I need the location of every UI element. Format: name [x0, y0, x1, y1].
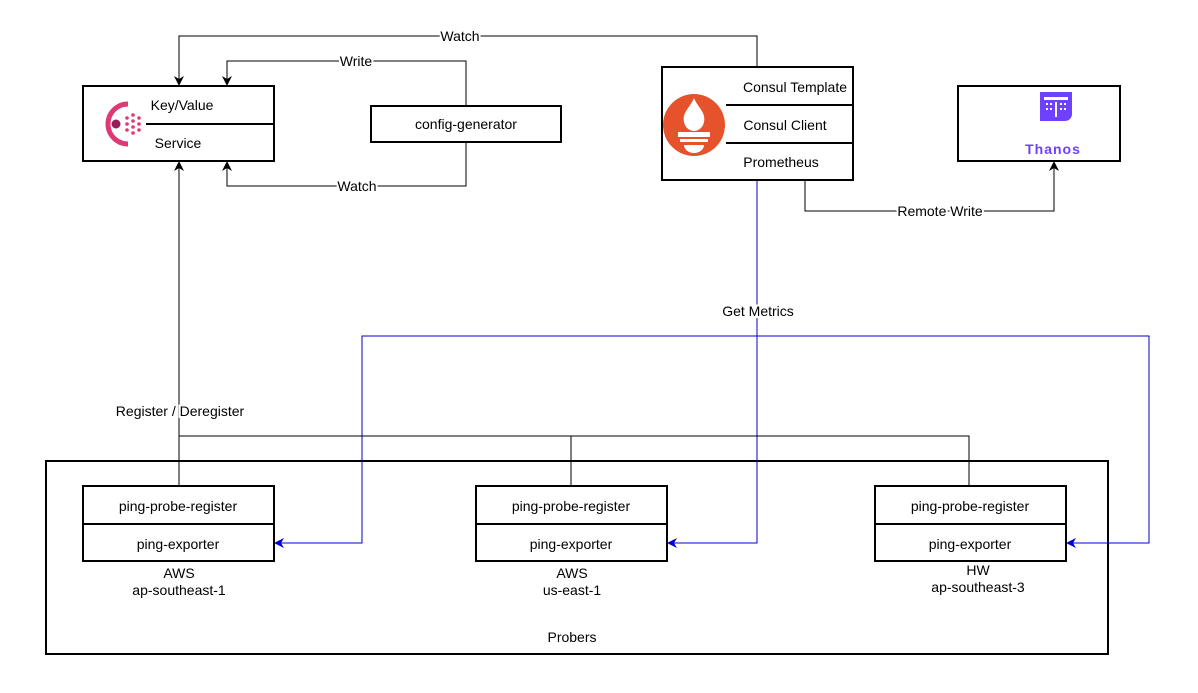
edge-watch-top	[174, 35, 758, 86]
edge-write	[222, 60, 467, 106]
ping-probe-register-label: ping-probe-register	[119, 498, 238, 514]
edge-label-write: Write	[340, 53, 373, 69]
consul-client-label: Consul Client	[743, 117, 826, 133]
region-label: ap-southeast-1	[132, 582, 226, 598]
edge-get-metrics-left	[274, 335, 757, 548]
consul-kv-label: Key/Value	[151, 97, 214, 113]
ping-exporter-label: ping-exporter	[137, 536, 220, 552]
consul-service-label: Service	[155, 135, 202, 151]
ping-exporter-label: ping-exporter	[530, 536, 613, 552]
ping-probe-register-label: ping-probe-register	[512, 498, 631, 514]
prober-node-3: ping-probe-register ping-exporter HW ap-…	[874, 485, 1067, 595]
edge-get-metrics-right	[757, 335, 1150, 548]
prometheus-logo-icon	[663, 94, 725, 156]
thanos-node: Thanos	[957, 85, 1121, 162]
edge-label-register: Register / Deregister	[116, 403, 245, 419]
ping-probe-register-label: ping-probe-register	[911, 498, 1030, 514]
region-label: us-east-1	[543, 582, 602, 598]
edge-label-watch-top: Watch	[440, 28, 479, 44]
config-generator-label: config-generator	[415, 116, 517, 132]
consul-node: Key/Value Service	[82, 85, 275, 162]
config-generator-node: config-generator	[370, 105, 562, 143]
thanos-logo-icon	[1040, 92, 1072, 121]
prometheus-node: Consul Template Consul Client Prometheus	[661, 66, 854, 181]
consul-template-label: Consul Template	[743, 79, 847, 95]
edges: Watch Write Watch Remote Write Get Metri…	[114, 26, 1150, 548]
prober-node-1: ping-probe-register ping-exporter AWS ap…	[82, 485, 275, 598]
edge-label-watch-bottom: Watch	[337, 178, 376, 194]
edge-watch-bottom	[222, 142, 467, 187]
edge-remote-write	[804, 161, 1059, 212]
probers-label: Probers	[547, 629, 596, 645]
edge-label-get-metrics: Get Metrics	[722, 303, 794, 319]
edge-register-branches	[179, 435, 970, 486]
provider-label: AWS	[163, 565, 194, 581]
provider-label: AWS	[556, 565, 587, 581]
edge-get-metrics-center	[667, 180, 758, 548]
provider-label: HW	[966, 562, 990, 578]
consul-logo-icon	[105, 101, 141, 147]
prober-node-2: ping-probe-register ping-exporter AWS us…	[475, 485, 668, 598]
ping-exporter-label: ping-exporter	[929, 536, 1012, 552]
region-label: ap-southeast-3	[931, 579, 1025, 595]
thanos-label: Thanos	[1025, 141, 1081, 157]
edge-label-remote-write: Remote Write	[897, 203, 983, 219]
prometheus-label: Prometheus	[743, 154, 818, 170]
